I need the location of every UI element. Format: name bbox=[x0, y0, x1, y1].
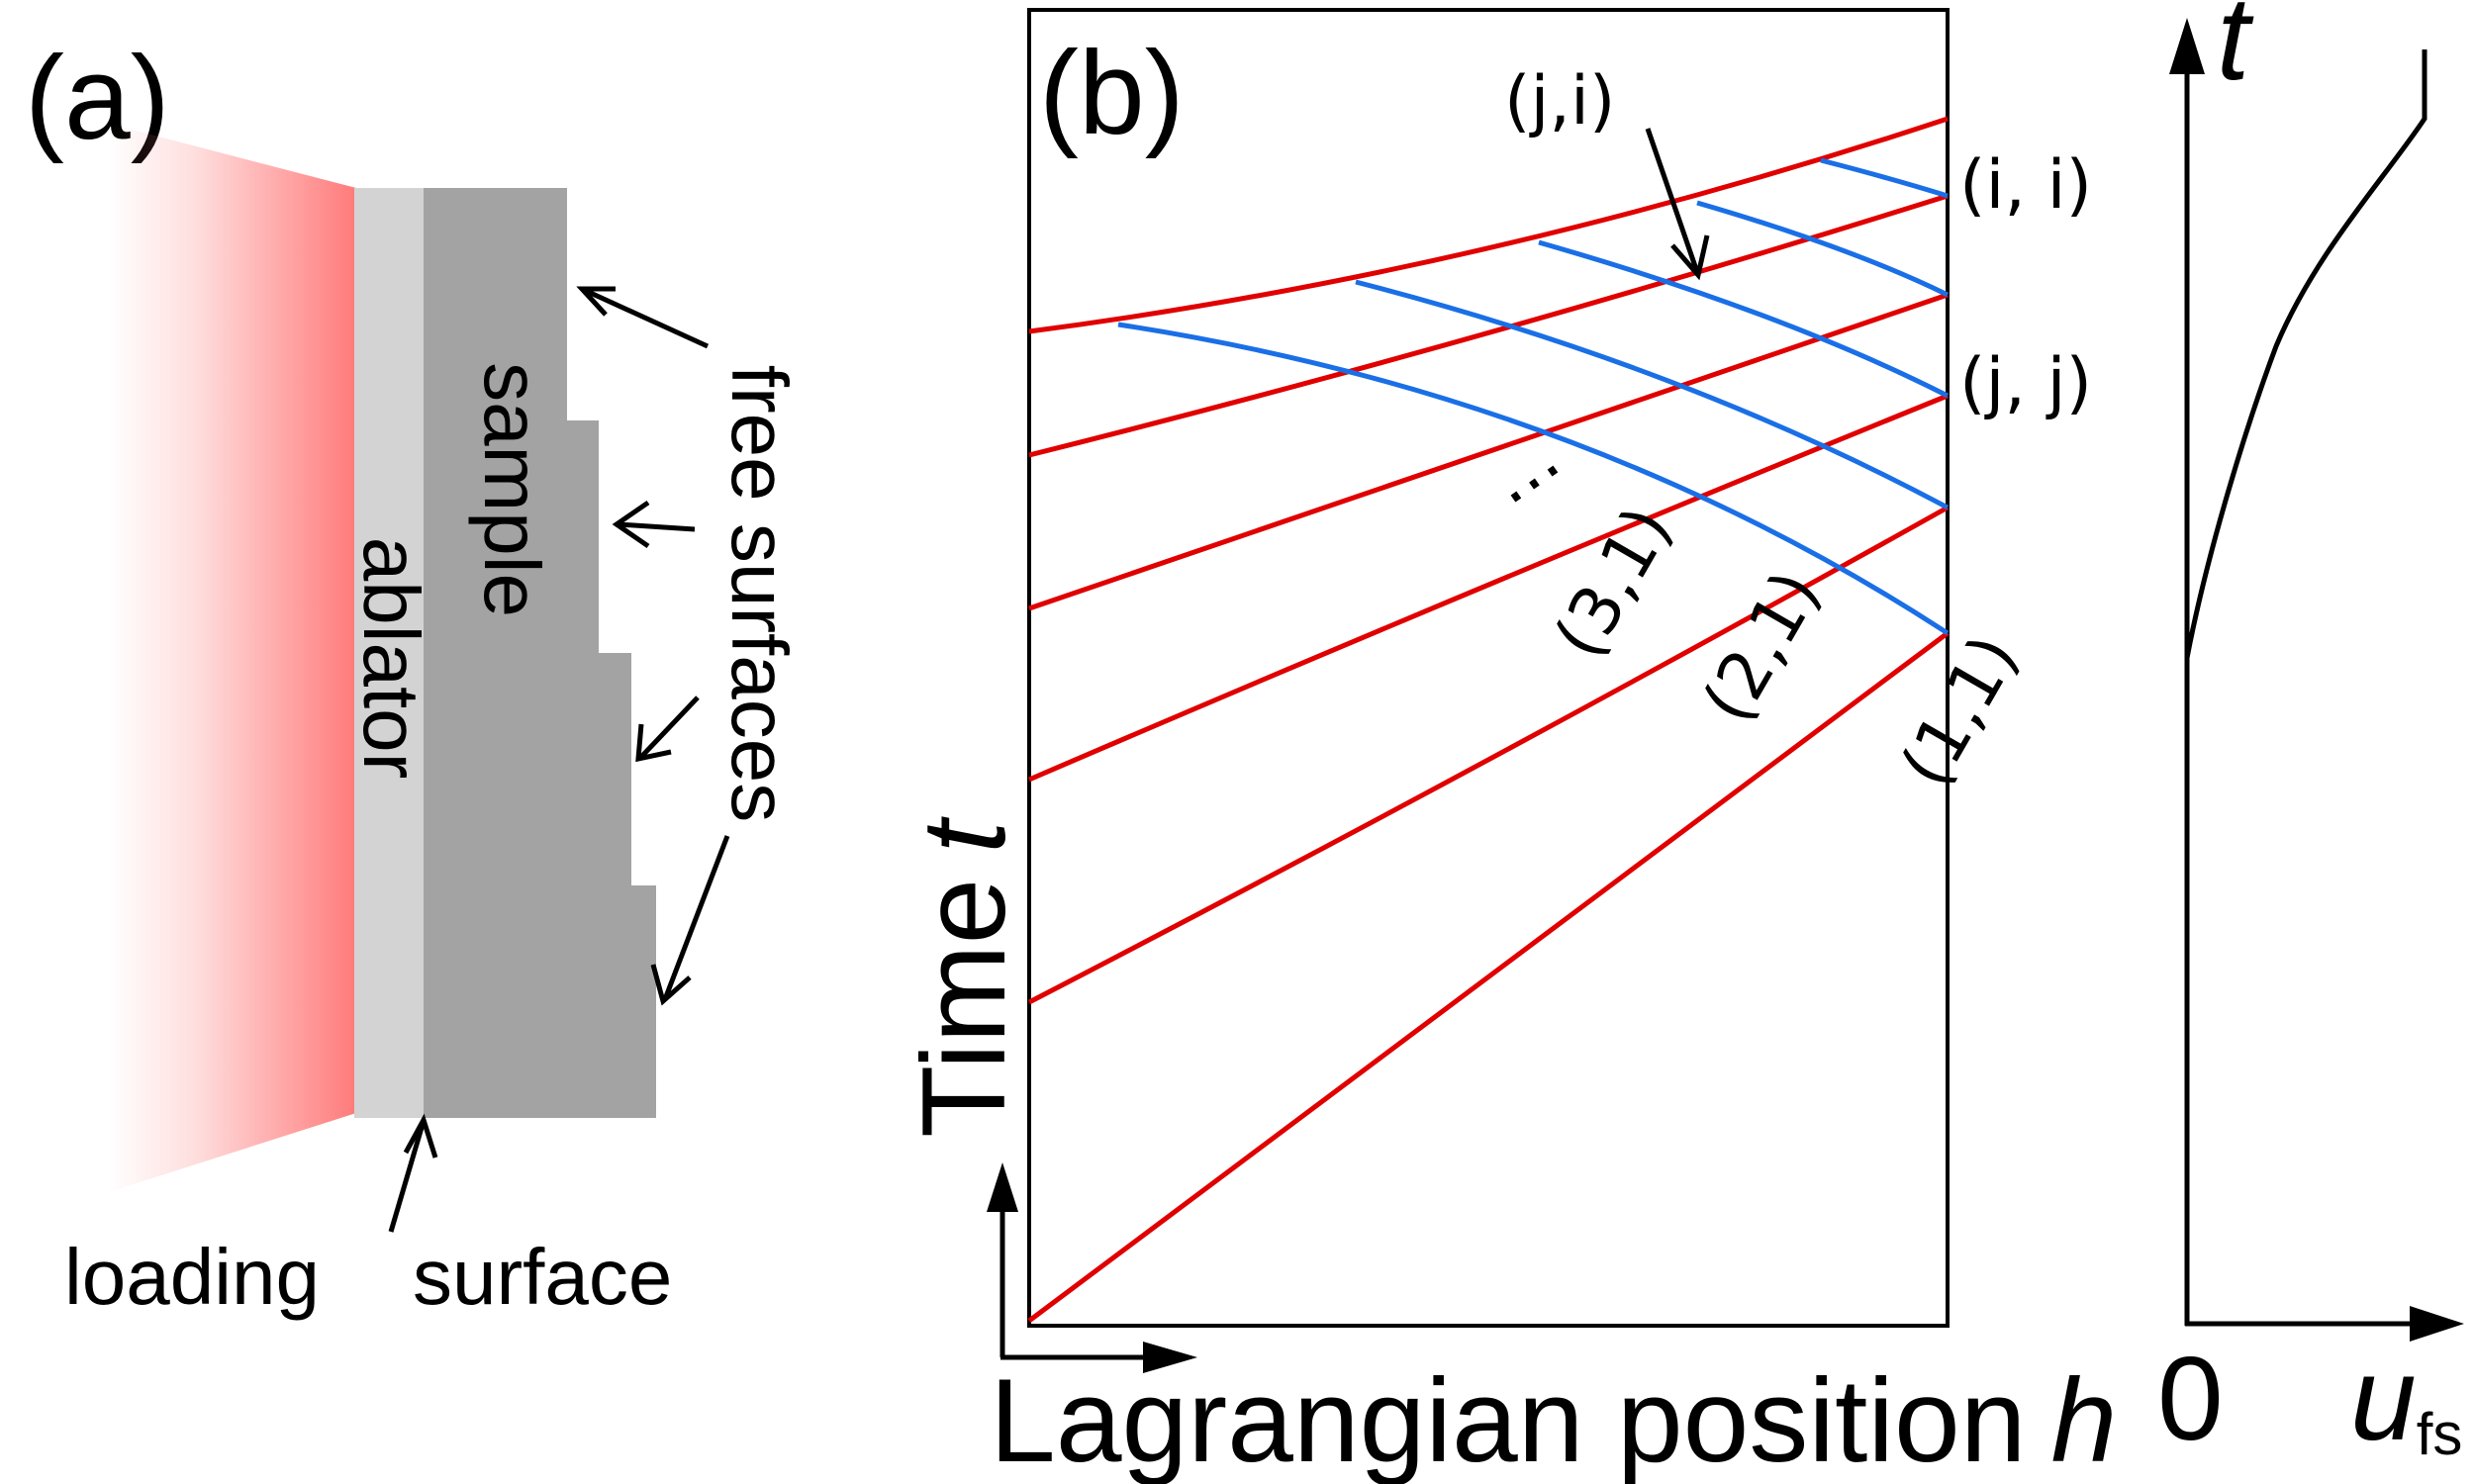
backward-line-4 bbox=[1696, 200, 1950, 298]
t-axis-arrowhead bbox=[2169, 18, 2205, 74]
panel-a: (a) sample ablator free surfaces loading… bbox=[25, 32, 804, 1321]
forward-line-4 bbox=[1028, 292, 1949, 611]
backward-line-1 bbox=[1117, 322, 1950, 636]
laser-beam bbox=[109, 124, 356, 1192]
loading-label: loading bbox=[64, 1233, 320, 1321]
ji-arrow bbox=[1645, 128, 1710, 281]
forward-characteristics bbox=[1027, 116, 1950, 1324]
free-surface-arrows bbox=[576, 286, 730, 1006]
plot-frame bbox=[1027, 8, 1950, 1328]
label-31: (3,1) bbox=[1540, 494, 1687, 671]
backward-line-2 bbox=[1355, 279, 1950, 510]
label-21: (2,1) bbox=[1688, 558, 1836, 735]
backward-line-3 bbox=[1538, 239, 1950, 399]
t-axis-label: t bbox=[2217, 0, 2254, 105]
axes-corner-arrows bbox=[987, 1162, 1197, 1373]
ablator-label: ablator bbox=[347, 537, 435, 780]
u-axis-arrowhead bbox=[2410, 1306, 2464, 1342]
u-axis-sub: fs bbox=[2417, 1401, 2463, 1467]
label-11: (1,1) bbox=[1886, 622, 2034, 799]
label-ji: (j,i) bbox=[1504, 62, 1615, 140]
velocity-profile bbox=[2184, 49, 2427, 659]
free-surfaces-label: free surfaces bbox=[715, 365, 804, 822]
label-ii: (i, i) bbox=[1959, 146, 2092, 225]
panel-b: (b) (j,i) (i, i) (j, j) … (3,1) (2,1) bbox=[898, 8, 2117, 1484]
backward-characteristics bbox=[1117, 157, 1950, 636]
forward-line-5 bbox=[1028, 193, 1949, 458]
sample-layer bbox=[424, 188, 656, 1118]
forward-line-1 bbox=[1027, 630, 1950, 1324]
sample-label: sample bbox=[468, 362, 556, 617]
u-axis-label: ufs bbox=[2350, 1333, 2462, 1467]
ablator-layer bbox=[354, 188, 426, 1118]
x-axis-label-text: Lagrangian position bbox=[990, 1354, 2026, 1484]
x-axis-variable: h bbox=[2050, 1354, 2117, 1484]
origin-label: 0 bbox=[2157, 1333, 2224, 1465]
label-jj: (j, j) bbox=[1959, 344, 2092, 422]
y-axis-label: Time t bbox=[898, 816, 1030, 1138]
y-axis-label-text: Time bbox=[898, 879, 1030, 1138]
loading-surface-arrow bbox=[388, 1113, 438, 1233]
backward-line-5 bbox=[1820, 157, 1949, 199]
forward-line-6 bbox=[1028, 116, 1949, 334]
y-axis-variable: t bbox=[898, 816, 1030, 854]
u-axis-main: u bbox=[2350, 1333, 2417, 1465]
panel-c: t 0 ufs bbox=[2157, 0, 2464, 1467]
panel-b-label: (b) bbox=[1039, 27, 1185, 159]
forward-line-3 bbox=[1028, 393, 1949, 783]
label-dots: … bbox=[1474, 417, 1573, 520]
surface-label: surface bbox=[413, 1233, 672, 1321]
forward-line-2 bbox=[1027, 505, 1950, 1005]
